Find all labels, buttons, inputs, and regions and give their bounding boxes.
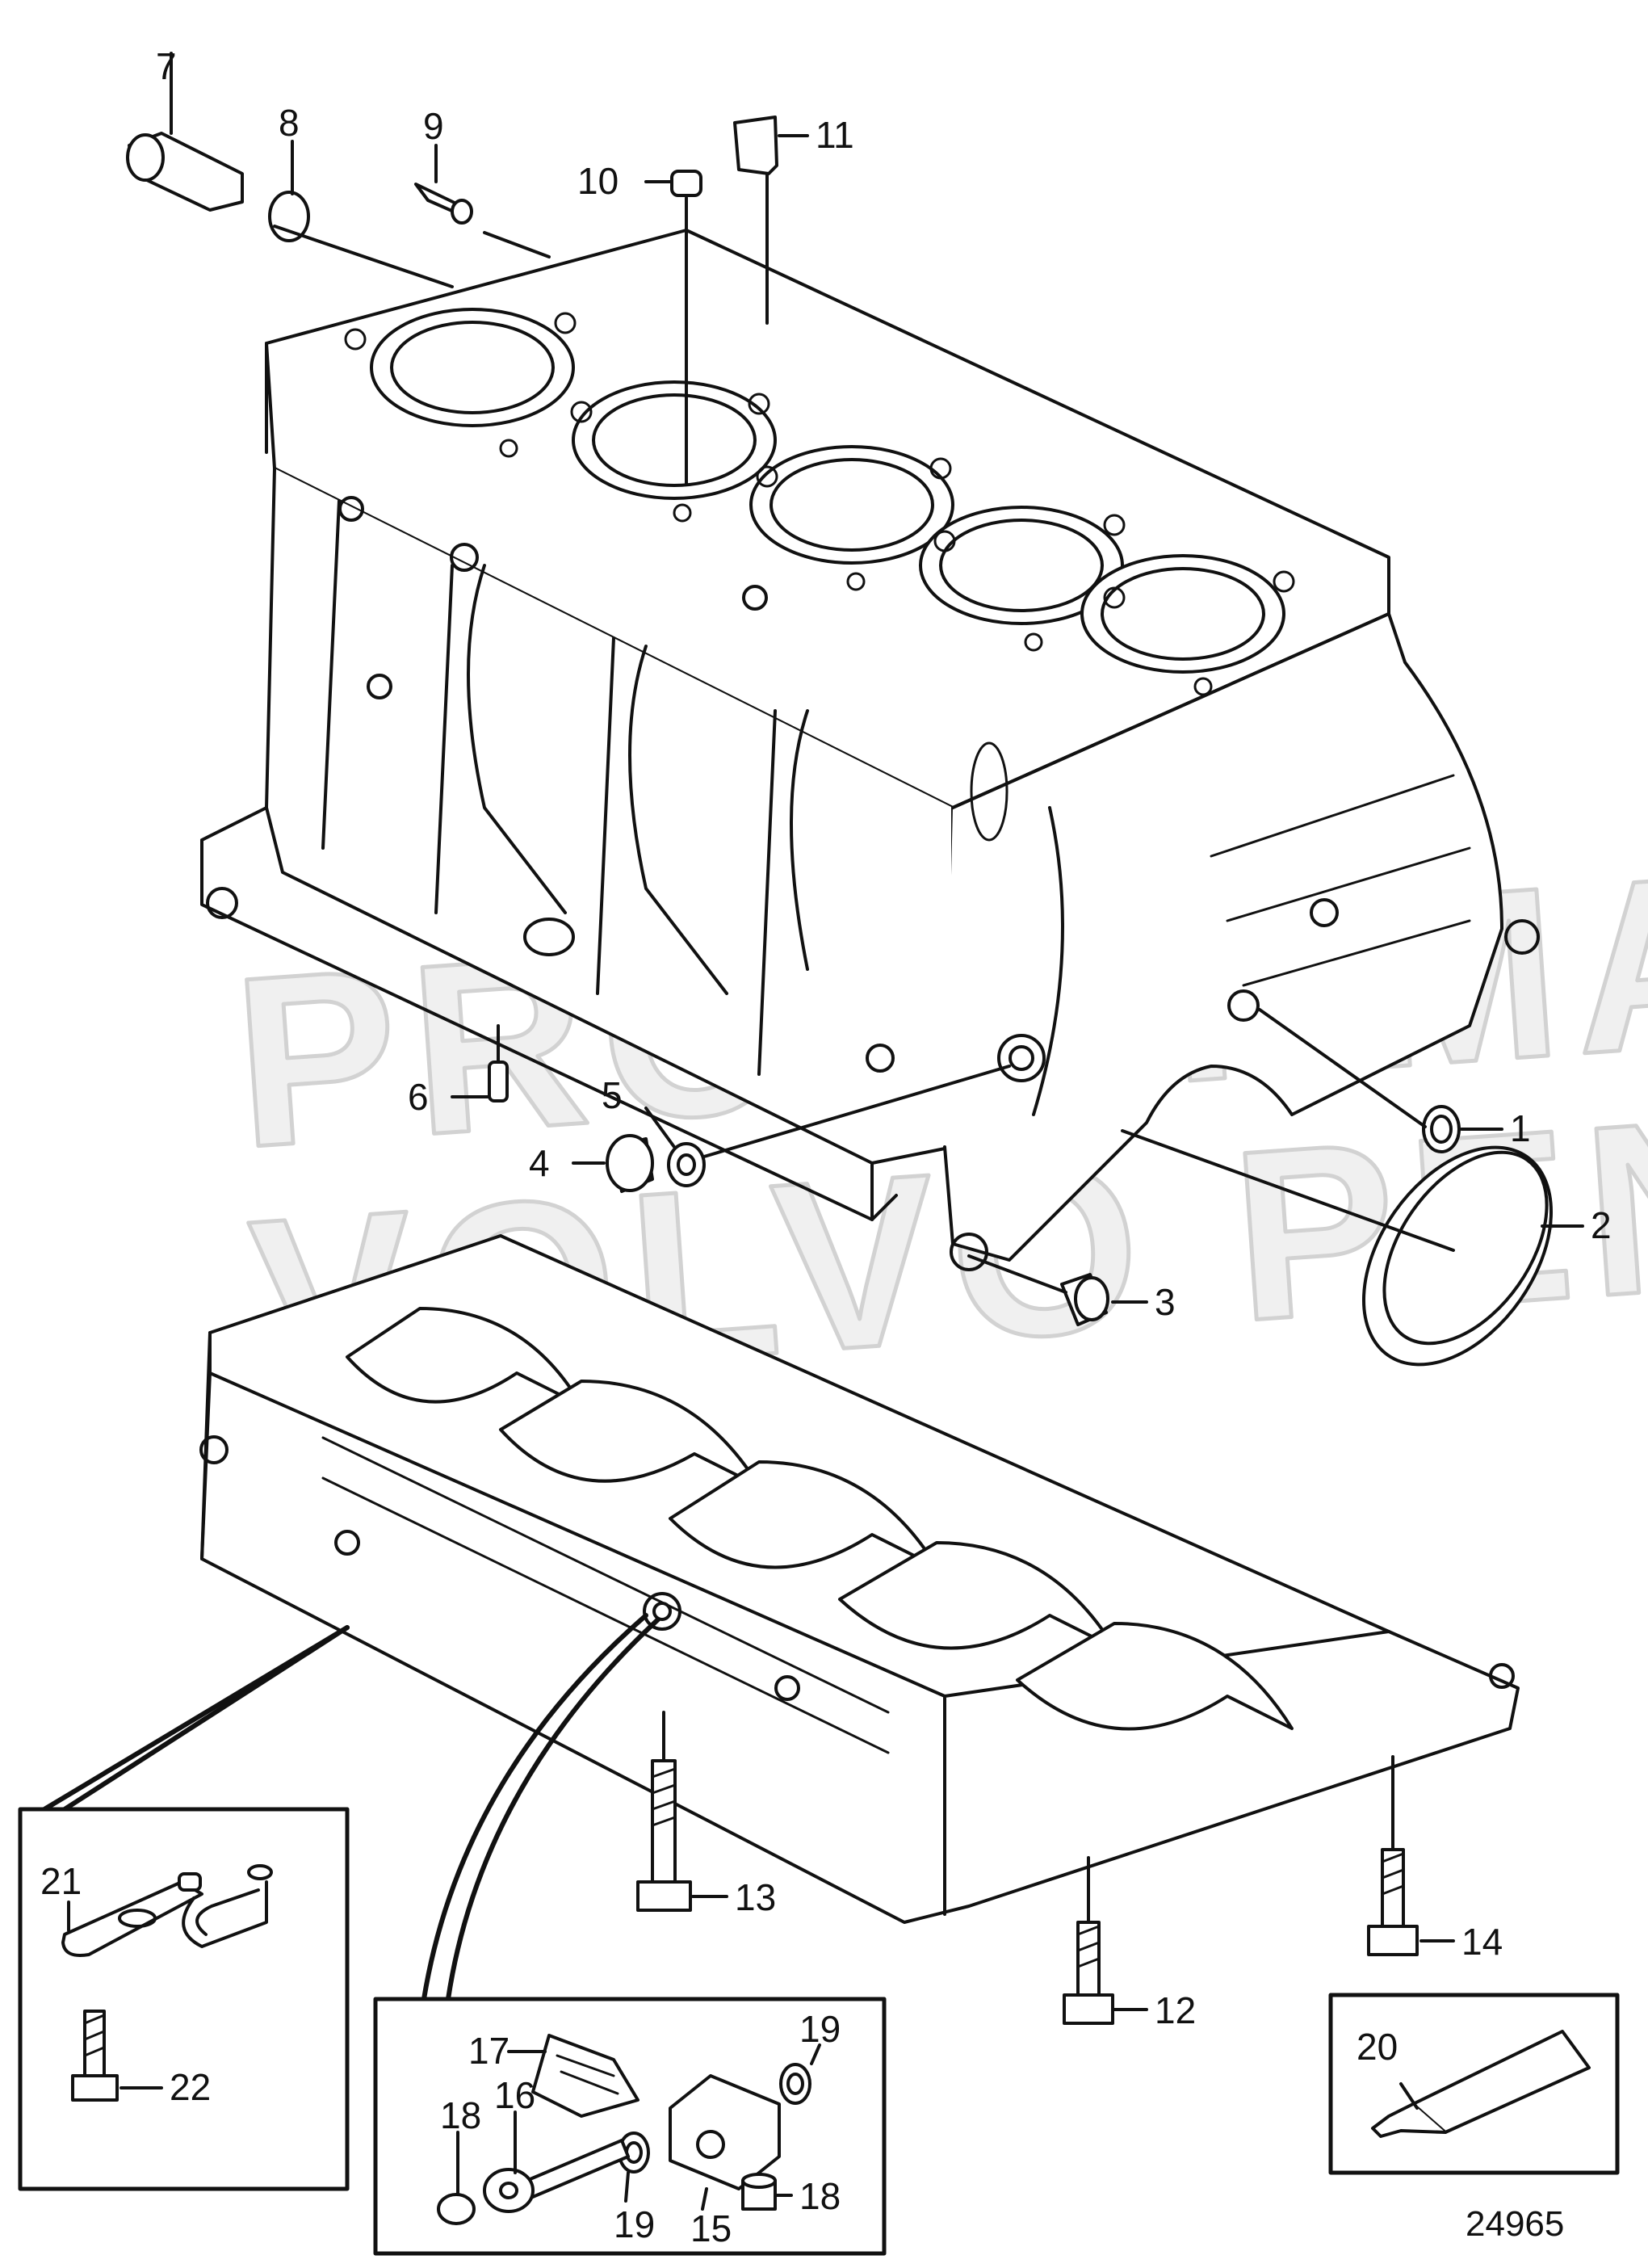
callout-2: 2 [1591,1204,1612,1246]
part-7-plug [126,52,244,212]
part-1-seal [1258,1008,1503,1153]
callout-5: 5 [602,1074,623,1116]
part-5-washer [644,1065,1011,1187]
callout-10: 10 [577,160,619,202]
reference-number: 24965 [1466,2204,1564,2244]
part-6-dowel [451,1024,509,1102]
part-8-o-ring [268,191,310,242]
callout-14: 14 [1461,1921,1503,1963]
detail-box-oil-valve [373,1997,887,2256]
callout-17: 17 [468,2030,509,2072]
callout-15: 15 [690,2207,732,2249]
callout-3: 3 [1155,1281,1176,1323]
bed-plate [199,1234,1520,1924]
cylinder-bores [370,308,1285,674]
deck-holes [344,312,1295,696]
part-9-dowel [414,144,551,258]
callout-6: 6 [408,1076,429,1118]
part-14-bolt [1367,1755,1455,1956]
callout-22: 22 [170,2066,211,2108]
callout-labels: 1 2 3 4 5 6 7 8 9 10 11 12 13 14 15 16 1… [40,45,1612,2249]
part-11-bracket [733,116,809,325]
callout-11: 11 [816,114,854,156]
part-4-plug [572,1134,654,1193]
callout-18-right: 18 [799,2175,841,2217]
callout-9: 9 [423,105,444,147]
callout-13: 13 [735,1876,776,1918]
part-2-seal-ring [1121,1129,1584,1367]
callout-4: 4 [529,1142,550,1184]
callout-18-left: 18 [440,2094,481,2136]
callout-1: 1 [1510,1107,1531,1149]
engine-block [200,229,1540,1271]
callout-12: 12 [1155,1989,1196,2031]
part-10-sleeve [644,170,702,486]
callout-8: 8 [279,102,300,144]
callout-20: 20 [1357,2026,1398,2068]
callout-7: 7 [156,45,177,87]
callout-19-top: 19 [799,2008,841,2050]
part-12-bolt [1063,1856,1148,2025]
bearing-saddles [346,1307,1294,1731]
detail-box-sealant [1328,1993,1620,2175]
part-13-bolt [636,1711,728,1912]
callout-21: 21 [40,1860,82,1902]
callout-19-bottom: 19 [614,2203,655,2245]
part-3-sleeve [967,1254,1148,1326]
callout-16: 16 [494,2074,535,2116]
detail-box-oil-pipe [18,1807,350,2191]
